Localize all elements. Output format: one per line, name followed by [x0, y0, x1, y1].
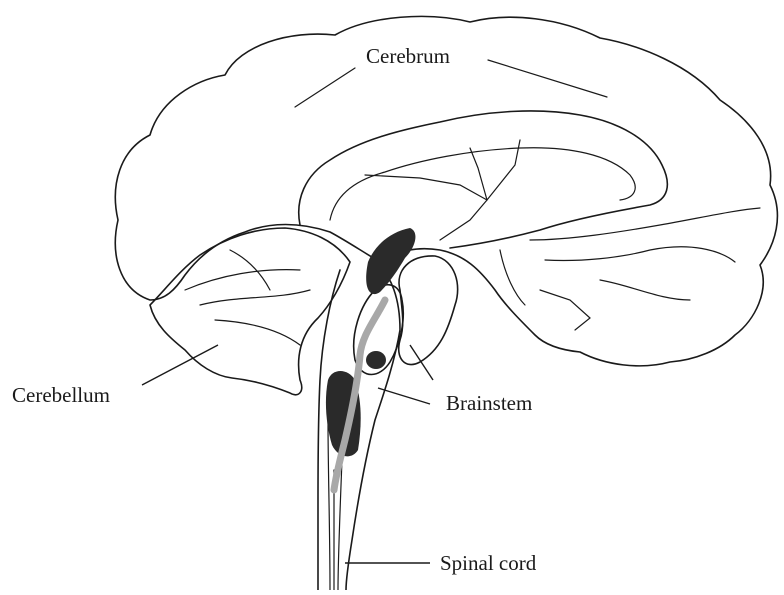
cerebellum-leader — [142, 345, 218, 385]
cerebrum-sulcus-10 — [500, 250, 525, 305]
dark-region-upper — [366, 228, 415, 294]
thalamus-outline — [399, 256, 458, 365]
brainstem-leader-2 — [378, 388, 430, 404]
cerebrum-sulcus-4 — [470, 140, 520, 200]
cerebellum-folia-3 — [215, 320, 300, 345]
cerebrum-sulcus-7 — [545, 247, 735, 262]
brainstem-label: Brainstem — [446, 391, 532, 415]
brainstem-leader-1 — [410, 345, 433, 380]
cerebrum-sulcus-1 — [295, 68, 355, 107]
cerebrum-sulcus-5 — [440, 200, 487, 240]
spinal-cord-inner-left — [328, 420, 330, 590]
cerebellum-folia-1 — [185, 270, 300, 290]
cerebrum-sulcus-8 — [540, 290, 590, 330]
cerebrum-outline — [115, 16, 777, 365]
spinal-cord-label: Spinal cord — [440, 551, 537, 575]
cerebrum-sulcus-6 — [530, 208, 760, 240]
cerebellum-label: Cerebellum — [12, 383, 110, 407]
cerebrum-sulcus-2 — [488, 60, 607, 97]
cerebrum-sulcus-3 — [365, 175, 487, 200]
cerebellum-folia-2 — [200, 290, 310, 305]
dark-nucleus — [366, 351, 386, 369]
cerebrum-sulcus-9 — [600, 280, 690, 300]
corpus-callosum — [299, 111, 668, 248]
cerebrum-label: Cerebrum — [366, 44, 450, 68]
